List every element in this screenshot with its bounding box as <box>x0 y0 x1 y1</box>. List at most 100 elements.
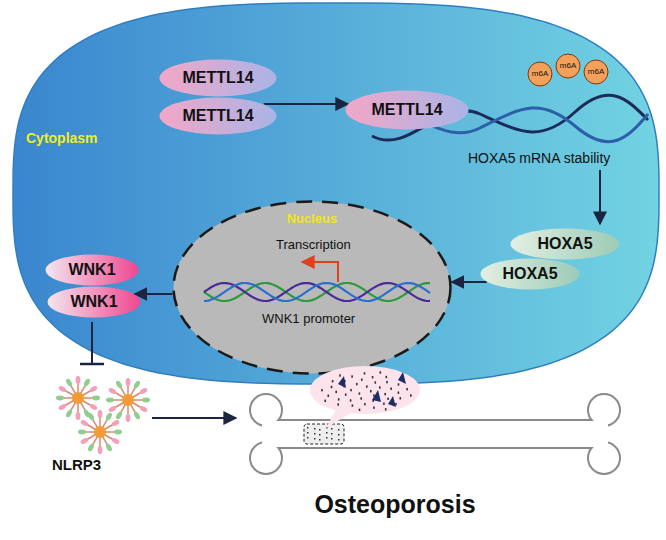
petal <box>108 387 117 395</box>
m6a-dot <box>584 60 608 84</box>
speckle <box>390 388 392 390</box>
petal <box>133 380 141 389</box>
petal <box>115 380 123 389</box>
petal <box>87 412 95 421</box>
protein-pill: HOXA5 <box>480 258 580 290</box>
petal-stalk <box>99 417 101 427</box>
speckle <box>326 437 328 439</box>
speckle <box>307 437 309 439</box>
dna-strand <box>204 283 430 301</box>
speckle <box>338 398 340 400</box>
node-label: m6A <box>588 67 604 76</box>
speckle <box>352 404 354 406</box>
petal-stalk <box>71 402 76 411</box>
node-label: WNK1 <box>68 261 115 279</box>
petal <box>80 437 89 445</box>
protein-pill: METTL14 <box>345 90 469 130</box>
petal-stalk <box>82 391 91 396</box>
petal <box>108 405 117 413</box>
petal-stalk <box>83 397 93 399</box>
speckle <box>406 388 408 390</box>
node-label: HOXA5 <box>537 235 592 253</box>
protein-pill: METTL14 <box>159 59 277 97</box>
speckle <box>395 403 397 405</box>
petal <box>76 412 81 420</box>
bone <box>250 394 620 474</box>
nlrp3-inflammasome <box>56 376 150 454</box>
speckle <box>359 409 361 411</box>
petal-stalk <box>127 405 129 415</box>
node-label: METTL14 <box>371 101 442 119</box>
connector-arrow <box>452 281 487 283</box>
speckle <box>385 408 387 410</box>
dna-helix <box>204 283 430 301</box>
zoom-bubble <box>310 366 420 428</box>
petal <box>58 385 67 393</box>
petal-stalk <box>131 387 136 396</box>
petal <box>142 398 150 403</box>
pill-outline <box>48 287 141 318</box>
node-label: HOXA5 <box>502 265 557 283</box>
petal <box>111 419 120 427</box>
petal-stalk <box>93 436 98 445</box>
petal <box>106 398 114 403</box>
petal <box>126 414 131 422</box>
petal <box>111 437 120 445</box>
node-label: METTL14 <box>182 69 253 87</box>
speckle <box>386 376 388 378</box>
petal-stalk <box>103 419 108 428</box>
speckle <box>380 371 382 373</box>
pill-outline <box>160 60 277 97</box>
node-label: Cytoplasm <box>26 130 98 146</box>
petal-stalk <box>121 387 126 396</box>
petal-stalk <box>81 385 86 394</box>
speckle <box>360 397 362 399</box>
cell-cytoplasm: CytoplasmMETTL14METTL14METTL14m6Am6Am6AH… <box>12 2 660 385</box>
petal-stalk <box>77 403 79 413</box>
node-label: m6A <box>532 69 548 78</box>
speckle <box>398 383 400 385</box>
petal <box>126 378 131 386</box>
speckle <box>331 433 333 435</box>
speckle <box>331 428 333 430</box>
speckle <box>335 391 337 393</box>
petal-stalk <box>65 391 74 396</box>
pill-outline <box>160 98 277 135</box>
connector-arrow <box>135 293 173 295</box>
petal <box>114 430 122 435</box>
speckle <box>307 432 309 434</box>
petal <box>115 411 123 420</box>
petal-stalk <box>127 385 129 395</box>
speckle <box>350 399 352 401</box>
petal-stalk <box>103 436 108 445</box>
speckle <box>359 392 361 394</box>
transcription-arrow <box>302 262 338 282</box>
node-label: METTL14 <box>182 107 253 125</box>
m6a-mark: m6A <box>583 59 609 85</box>
speckle <box>338 434 340 436</box>
mrna-strand <box>372 108 648 142</box>
speckle <box>345 394 347 396</box>
petal-stalk <box>63 397 73 399</box>
speckle <box>373 407 375 409</box>
petal <box>65 409 73 418</box>
petal <box>65 378 73 387</box>
petal-stalk <box>132 403 141 408</box>
node-label: WNK1 <box>70 293 117 311</box>
speckle <box>384 393 386 395</box>
petal <box>105 412 113 421</box>
petal <box>105 443 113 452</box>
protein-pill: METTL14 <box>159 97 277 135</box>
petal <box>92 396 100 401</box>
text-label: NLRP3 <box>52 456 101 473</box>
speckle <box>307 427 309 429</box>
speckle <box>338 429 340 431</box>
speckle <box>319 434 321 436</box>
speckle <box>314 438 316 440</box>
speckle <box>387 398 389 400</box>
petal <box>133 411 141 420</box>
flower-core <box>72 392 84 404</box>
speckle <box>331 386 333 388</box>
text-label: HOXA5 mRNA stability <box>468 150 610 166</box>
